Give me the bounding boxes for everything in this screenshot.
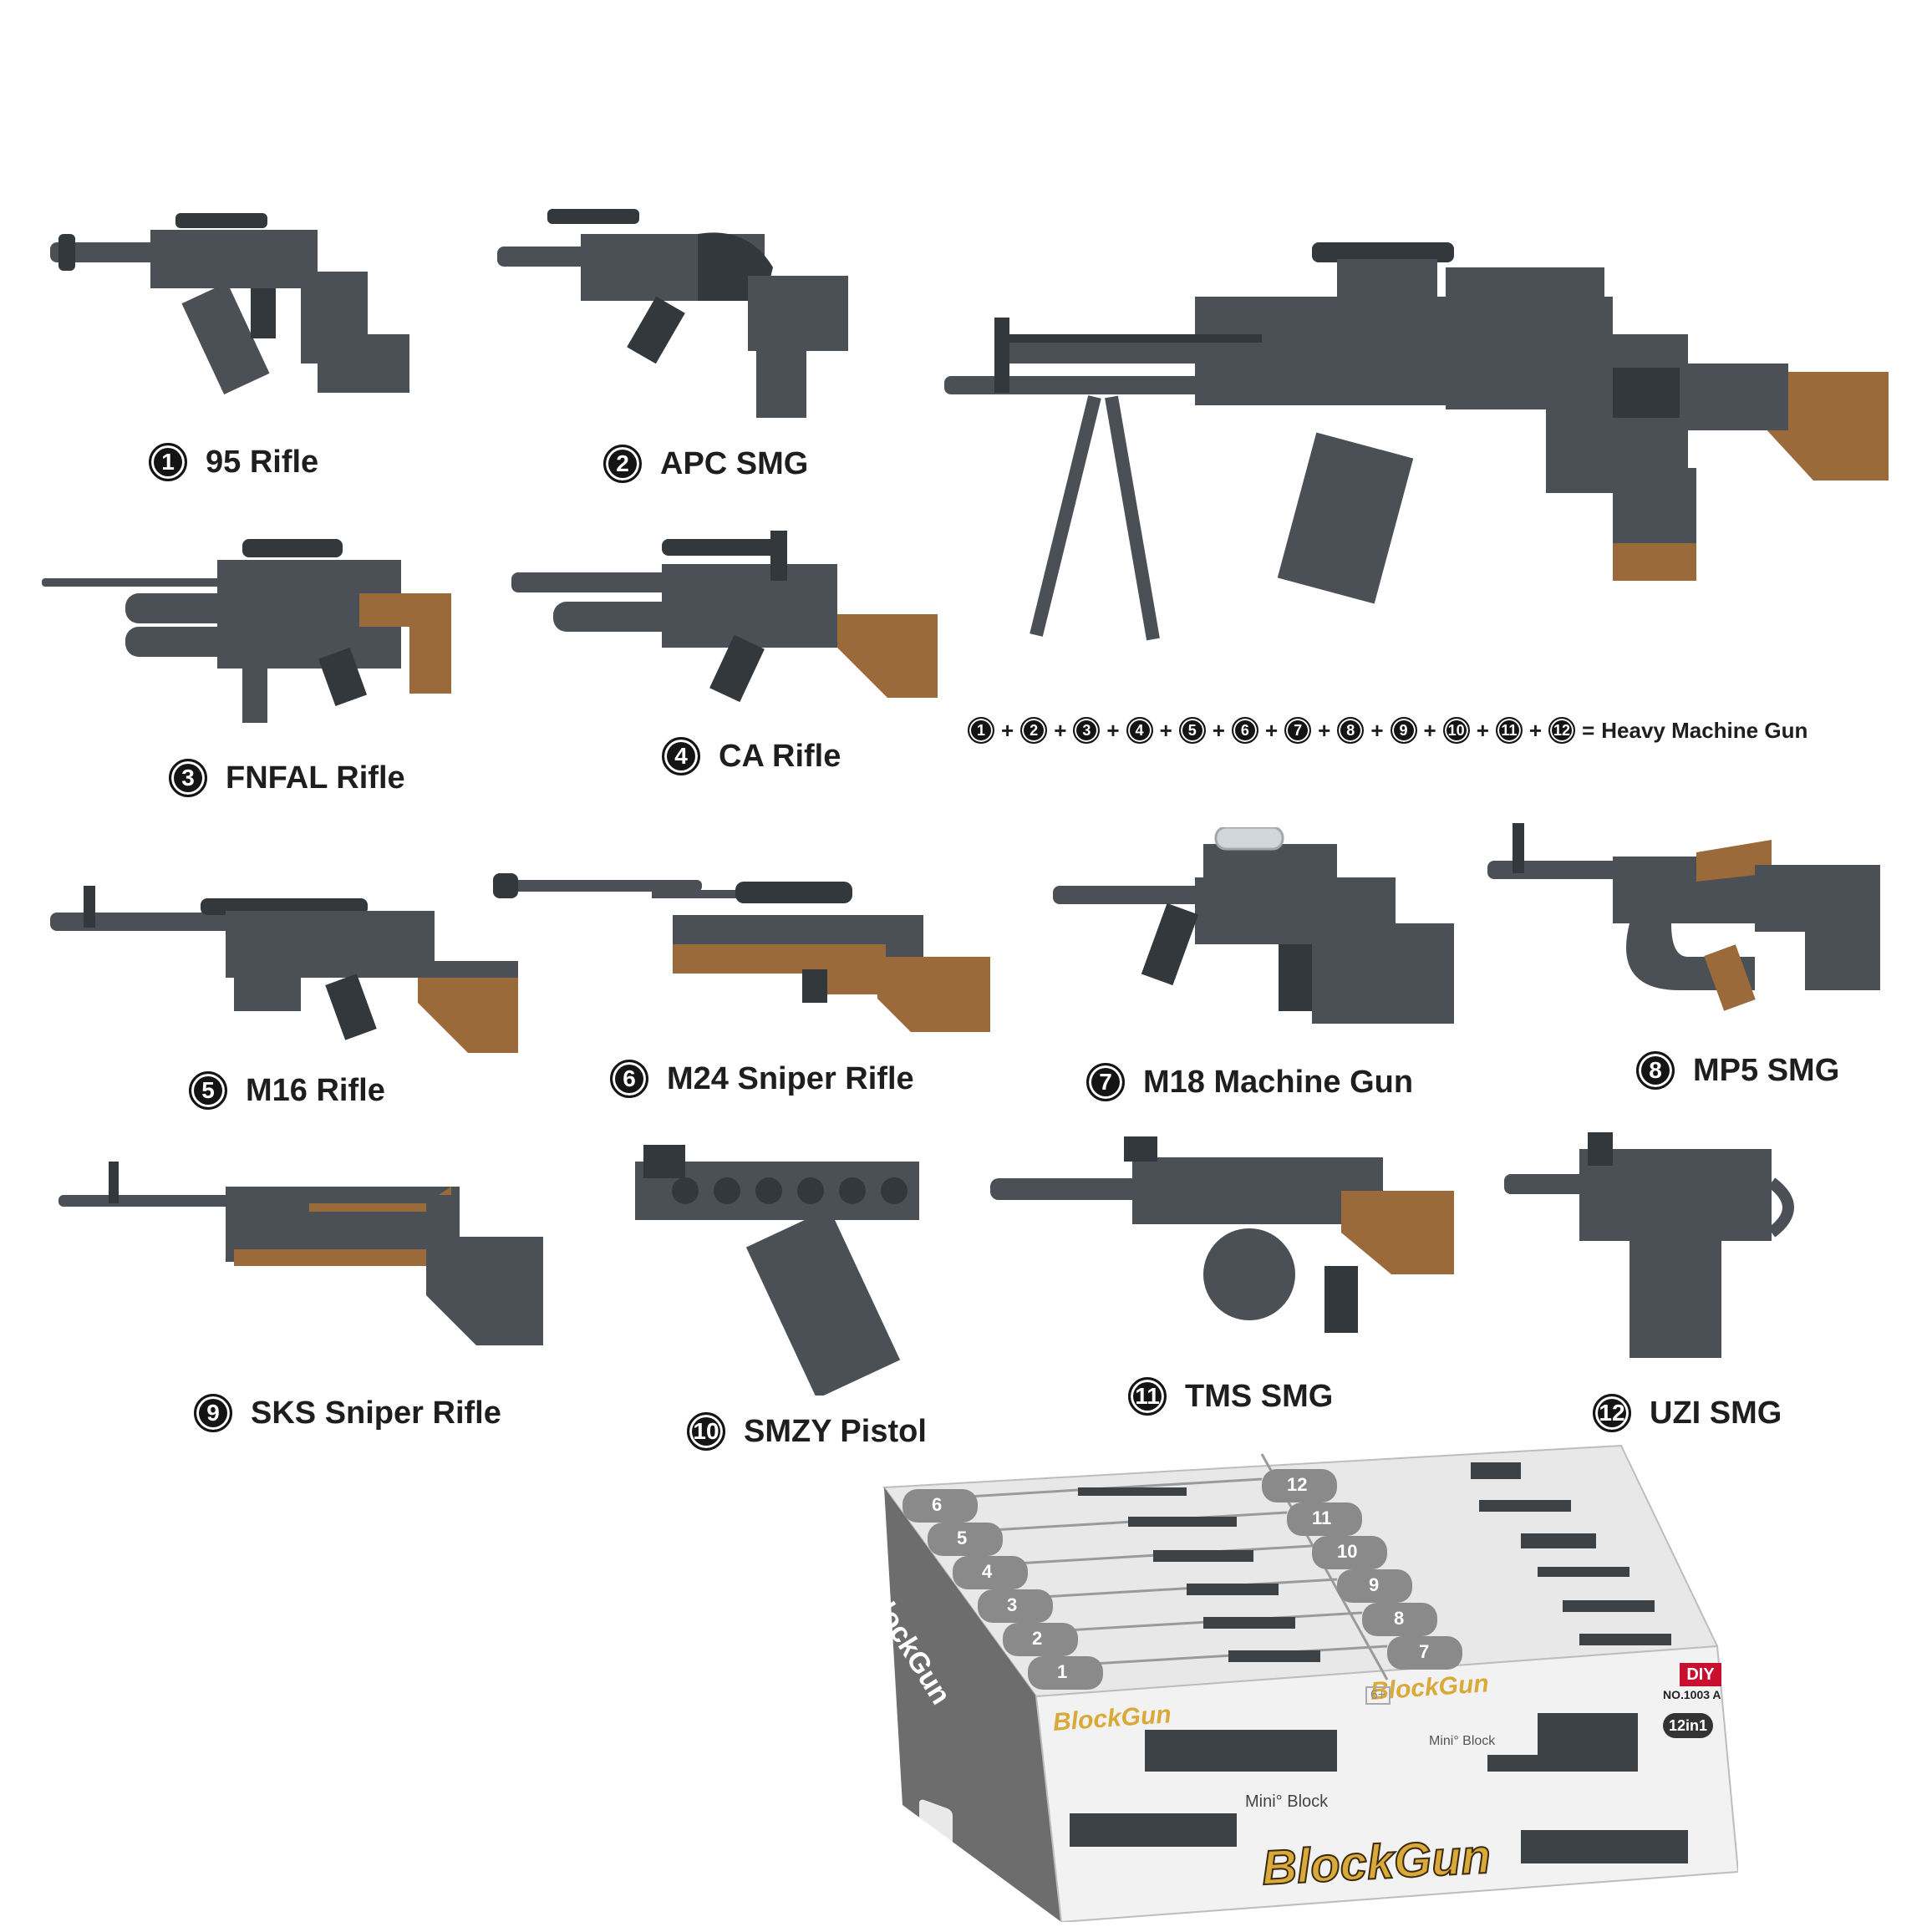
product-box-illustration [882, 1444, 1740, 1924]
gun-name: UZI SMG [1650, 1395, 1782, 1431]
equals-sign: = [1582, 717, 1595, 743]
gun-label-5: 5 M16 Rifle [189, 1071, 385, 1110]
gun-name: TMS SMG [1185, 1378, 1334, 1414]
gun-name: 95 Rifle [206, 444, 319, 480]
gun-m24-sniper-image [493, 873, 990, 1032]
formula-number: 2 [1020, 717, 1048, 744]
gun-name: APC SMG [660, 445, 809, 481]
box-age-badge: 6+ [1365, 1686, 1391, 1705]
gun-m18-machine-gun-image [1053, 827, 1454, 1024]
number-badge: 4 [662, 737, 700, 775]
plus-sign: + [1423, 717, 1436, 743]
gun-tms-smg-image [990, 1136, 1454, 1333]
plus-sign: + [1212, 717, 1225, 743]
box-slot-11: 11 [1312, 1507, 1332, 1528]
number-badge: 8 [1636, 1051, 1675, 1090]
plus-sign: + [1476, 717, 1489, 743]
box-slot-12: 12 [1287, 1474, 1308, 1495]
gun-label-11: 11 TMS SMG [1128, 1377, 1333, 1416]
number-badge: 7 [1086, 1063, 1125, 1101]
gun-uzi-smg-image [1504, 1132, 1794, 1358]
formula-number: 8 [1337, 717, 1365, 744]
plus-sign: + [1528, 717, 1543, 743]
gun-label-10: 10 SMZY Pistol [687, 1412, 927, 1451]
formula-number: 10 [1442, 717, 1470, 744]
plus-sign: + [1159, 717, 1172, 743]
combination-formula: 1+ 2+ 3+ 4+ 5+ 6+ 7+ 8+ 9+ 10+ 11+ 12 = … [968, 717, 1807, 744]
number-badge: 1 [149, 443, 187, 481]
plus-sign: + [1106, 717, 1120, 743]
gun-name: MP5 SMG [1693, 1052, 1840, 1088]
plus-sign: + [1001, 717, 1014, 743]
gun-name: FNFAL Rifle [226, 760, 405, 796]
formula-result: Heavy Machine Gun [1601, 717, 1808, 743]
formula-number: 6 [1231, 717, 1258, 744]
gun-label-12: 12 UZI SMG [1593, 1394, 1782, 1432]
gun-name: CA Rifle [719, 738, 841, 774]
gun-label-2: 2 APC SMG [603, 445, 808, 483]
gun-label-7: 7 M18 Machine Gun [1086, 1063, 1413, 1101]
plus-sign: + [1054, 717, 1067, 743]
plus-sign: + [1318, 717, 1331, 743]
box-slot-3: 3 [1007, 1594, 1018, 1615]
box-slot-9: 9 [1369, 1574, 1380, 1595]
number-badge: 5 [189, 1071, 227, 1110]
box-slot-1: 1 [1057, 1661, 1068, 1682]
box-sub-brand-front-2: Mini° Block [1429, 1734, 1496, 1748]
gun-label-6: 6 M24 Sniper Rifle [610, 1060, 914, 1098]
gun-label-9: 9 SKS Sniper Rifle [194, 1394, 501, 1432]
box-sub-brand-front: Mini° Block [1245, 1792, 1329, 1811]
gun-name: M24 Sniper Rifle [667, 1060, 914, 1096]
number-badge: 12 [1593, 1394, 1631, 1432]
box-12in1-badge: 12in1 [1663, 1713, 1713, 1738]
formula-number: 11 [1495, 717, 1523, 744]
product-box: BlockGun BlockGun BlockGun BlockGun Mini… [859, 1437, 1740, 1924]
box-slot-8: 8 [1394, 1608, 1405, 1629]
gun-name: SKS Sniper Rifle [251, 1395, 501, 1431]
gun-smzy-pistol-image [635, 1145, 919, 1396]
gun-label-4: 4 CA Rifle [662, 737, 841, 775]
number-badge: 10 [687, 1412, 725, 1451]
formula-number: 12 [1548, 717, 1576, 744]
gun-name: M16 Rifle [246, 1072, 385, 1108]
formula-number: 7 [1284, 717, 1312, 744]
gun-fnfal-rifle-image [42, 539, 451, 723]
gun-label-8: 8 MP5 SMG [1636, 1051, 1839, 1090]
number-badge: 11 [1128, 1377, 1167, 1416]
number-badge: 3 [169, 759, 207, 797]
formula-number: 5 [1178, 717, 1206, 744]
gun-95-rifle-image [50, 213, 409, 395]
plus-sign: + [1370, 717, 1384, 743]
gun-apc-smg-image [497, 209, 848, 418]
heavy-machine-gun-image [944, 242, 1889, 641]
formula-number: 4 [1126, 717, 1153, 744]
number-badge: 2 [603, 445, 642, 483]
box-model-number: NO.1003 A [1663, 1688, 1721, 1701]
gun-m16-rifle-image [50, 886, 518, 1053]
gun-label-3: 3 FNFAL Rifle [169, 759, 405, 797]
gun-mp5-smg-image [1487, 823, 1880, 1011]
plus-sign: + [1264, 717, 1279, 743]
formula-number: 9 [1390, 717, 1417, 744]
number-badge: 6 [610, 1060, 648, 1098]
box-slot-6: 6 [932, 1494, 943, 1515]
box-diy-badge: DIY [1680, 1663, 1721, 1686]
formula-number: 1 [968, 717, 994, 744]
number-badge: 9 [194, 1394, 232, 1432]
gun-ca-rifle-image [511, 531, 938, 703]
box-slot-5: 5 [957, 1528, 968, 1548]
gun-name: M18 Machine Gun [1143, 1064, 1414, 1100]
box-slot-7: 7 [1419, 1641, 1430, 1662]
box-slot-10: 10 [1337, 1541, 1358, 1562]
gun-name: SMZY Pistol [744, 1413, 927, 1449]
box-brand-front: BlockGun [1259, 1828, 1492, 1896]
gun-sks-sniper-image [58, 1162, 543, 1345]
formula-number: 3 [1073, 717, 1101, 744]
box-slot-2: 2 [1032, 1628, 1043, 1649]
gun-label-1: 1 95 Rifle [149, 443, 318, 481]
box-slot-4: 4 [982, 1561, 993, 1582]
